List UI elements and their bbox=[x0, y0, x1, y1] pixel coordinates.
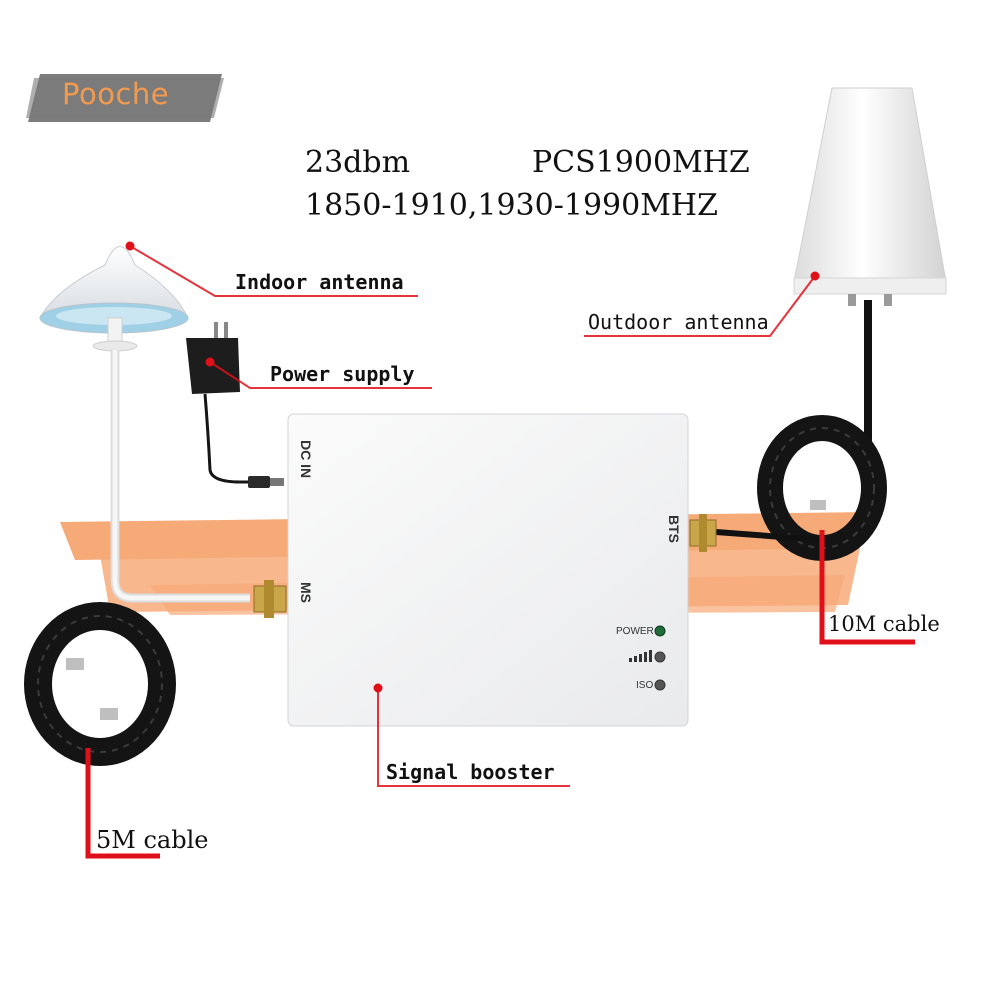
label-indoor-antenna: Indoor antenna bbox=[235, 270, 404, 294]
spec-power: 23dbm bbox=[305, 145, 411, 180]
outdoor-antenna-icon bbox=[793, 87, 947, 452]
brand-name: Pooche bbox=[62, 77, 170, 111]
label-power-supply: Power supply bbox=[270, 362, 415, 386]
spec-frequency: 1850-1910,1930-1990MHZ bbox=[305, 188, 718, 223]
signal-led-icon bbox=[654, 651, 666, 663]
led-label-power: POWER bbox=[616, 626, 654, 637]
label-outdoor-antenna: Outdoor antenna bbox=[588, 310, 769, 334]
indoor-antenna-icon bbox=[39, 246, 250, 603]
callout-lines bbox=[85, 241, 915, 859]
port-label-dc-in: DC IN bbox=[298, 440, 314, 479]
spec-band: PCS1900MHZ bbox=[532, 145, 750, 180]
label-10m-cable: 10M cable bbox=[828, 612, 940, 636]
port-label-bts: BTS bbox=[666, 515, 682, 543]
led-label-iso: ISO bbox=[636, 680, 654, 691]
signal-bars-icon bbox=[629, 650, 652, 662]
label-signal-booster: Signal booster bbox=[386, 760, 555, 784]
power-adapter-icon bbox=[186, 322, 284, 488]
label-5m-cable: 5M cable bbox=[96, 826, 209, 854]
power-led-icon bbox=[654, 625, 666, 637]
cable-5m-coil-icon bbox=[24, 602, 176, 766]
port-label-ms: MS bbox=[298, 582, 314, 603]
signal-booster-unit bbox=[253, 413, 717, 727]
iso-led-icon bbox=[654, 679, 666, 691]
brand-badge bbox=[26, 74, 224, 122]
